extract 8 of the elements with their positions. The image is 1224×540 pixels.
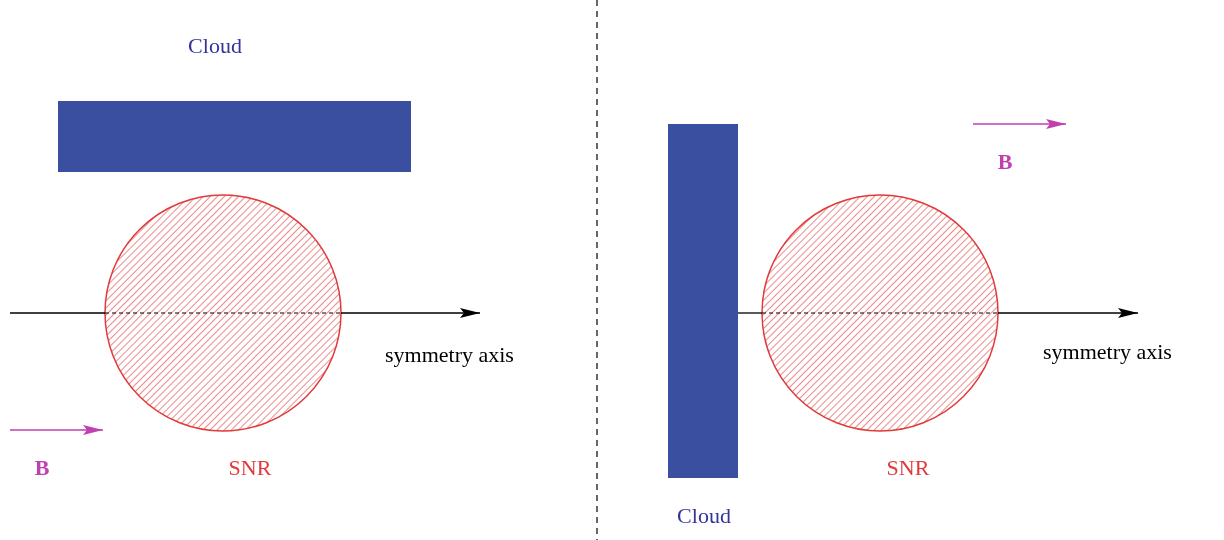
node-label: Cloud	[677, 505, 731, 527]
field-label: B	[34, 457, 50, 479]
node-label: SNR	[228, 457, 272, 479]
node-label: Cloud	[188, 35, 242, 57]
field-label: B	[997, 151, 1013, 173]
node-label: SNR	[886, 457, 930, 479]
axis-label: symmetry axis	[1043, 341, 1172, 363]
axis-label: symmetry axis	[385, 344, 514, 366]
